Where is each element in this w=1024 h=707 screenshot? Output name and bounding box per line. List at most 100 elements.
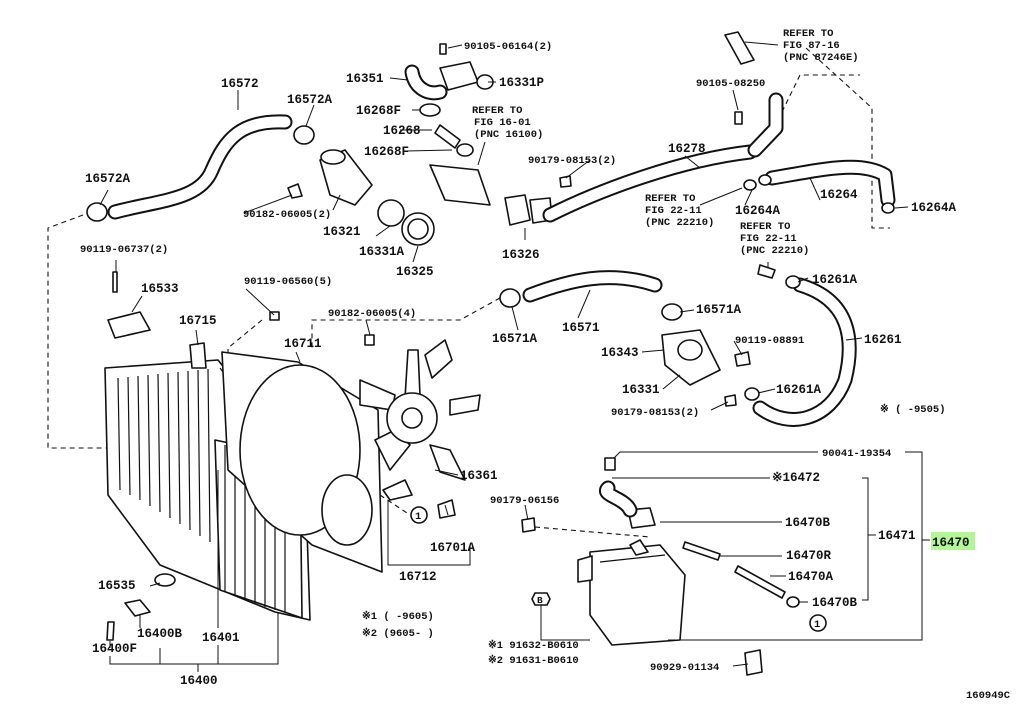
leader-lines [99,41,930,672]
fan-16361 [359,339,481,519]
drain-cock-16400B [124,599,151,617]
note-9505: ※ ( -9505) [880,403,946,416]
label-16268: 16268 [383,124,421,138]
ref-8716-line1: REFER TO [783,28,833,40]
thermostat-16331A [377,199,405,227]
label-16571: 16571 [562,321,600,335]
callout-circle-1-right [809,614,827,632]
label-16361: 16361 [460,469,498,483]
label-16470B-b: 16470B [812,596,858,610]
label-16400B: 16400B [137,627,183,641]
label-16278: 16278 [668,142,706,156]
label-16572A-left: 16572A [85,172,131,186]
part-labels: 16572 16572A 16572A 16351 90105-06164(2)… [80,28,1011,702]
label-90179-06156: 90179-06156 [490,495,559,507]
label-16331: 16331 [622,383,660,397]
label-91632-B0610: ※1 91632-B0610 [488,639,579,652]
dashed-leaders [47,47,890,538]
pipe-ref-87-16 [724,31,755,65]
ref-2211a-line2: FIG 22-11 [645,205,702,217]
label-16400F: 16400F [92,642,137,656]
label-16701A: 16701A [430,541,476,555]
label-90105-08250: 90105-08250 [696,78,765,90]
hose-clamp-16572A-top [293,125,315,145]
bypass-pipe-16278 [542,31,896,223]
label-16351: 16351 [346,72,384,86]
label-16264: 16264 [820,188,858,202]
label-16470A: 16470A [788,570,834,584]
label-16261: 16261 [864,333,902,347]
callout-markers: 1 1 B [410,506,827,632]
ref-2211b-line3: (PNC 22210) [740,245,809,257]
bracket-16533 [107,311,151,339]
label-16325: 16325 [396,265,434,279]
callout-circle-1-left [410,506,428,524]
label-90105-06164: 90105-06164(2) [464,41,552,53]
ref-2211b-line2: FIG 22-11 [740,233,797,245]
ref-2211a-line1: REFER TO [645,193,695,205]
ref-1601-line1: REFER TO [472,105,522,117]
ref-8716-line3: (PNC 87246E) [783,52,859,64]
highlight-16470 [931,532,975,550]
label-90119-08891: 90119-08891 [735,335,804,347]
water-hose-16261 [744,264,857,427]
callout-1-left: 1 [415,511,421,523]
label-16711: 16711 [284,337,322,351]
hose-16470A [734,565,786,599]
label-16261A-bot: 16261A [776,383,822,397]
label-16268F-a: 16268F [356,104,401,118]
label-90119-06560: 90119-06560(5) [244,276,332,288]
label-16472: ※16472 [772,470,820,485]
label-16261A-top: 16261A [812,273,858,287]
ref-1601-line2: FIG 16-01 [474,117,531,129]
label-16715: 16715 [179,314,217,328]
drain-plug-16535 [154,573,176,587]
label-16572A-top: 16572A [287,93,333,107]
ref-8716-line2: FIG 87-16 [783,40,840,52]
label-16535: 16535 [98,579,136,593]
label-16571A-a: 16571A [696,303,742,317]
label-90179-08153-2b: 90179-08153(2) [611,407,699,419]
label-16470-highlighted: 16470 [932,536,970,550]
label-16572: 16572 [221,77,259,91]
label-16533: 16533 [141,282,179,296]
label-90929-01134: 90929-01134 [650,662,719,674]
label-16321: 16321 [323,225,361,239]
label-90041-19354: 90041-19354 [822,448,891,460]
label-16400: 16400 [180,674,218,688]
label-90119-06737: 90119-06737(2) [80,244,168,256]
label-16326: 16326 [502,248,540,262]
label-90182-06005-4: 90182-06005(4) [328,308,416,320]
label-16264A-right: 16264A [911,201,957,215]
shroud-clip-16715 [189,342,207,369]
hose-clamp-16572A-left [86,202,108,222]
label-16470R: 16470R [786,549,832,563]
label-16268F-b: 16268F [364,145,409,159]
label-90179-08153-2a: 90179-08153(2) [528,155,616,167]
label-16401: 16401 [202,631,240,645]
label-16264A-mid: 16264A [735,204,781,218]
water-outlet-group [287,43,572,246]
ref-2211b-line1: REFER TO [740,221,790,233]
ref-2211a-line3: (PNC 22210) [645,217,714,229]
label-16571A-b: 16571A [492,332,538,346]
ref-1601-line3: (PNC 16100) [474,129,543,141]
label-90182-06005-2: 90182-06005(2) [243,209,331,221]
label-16331A: 16331A [359,245,405,259]
figure-code: 160949C [966,690,1011,702]
label-16712: 16712 [399,570,437,584]
callout-B: B [537,595,543,606]
note-1: ※1 ( -9605) [362,610,434,623]
label-16331P: 16331P [499,76,544,90]
upper-radiator-hose-16572 [86,114,315,222]
callout-hex-B [531,592,551,606]
label-16470B-a: 16470B [785,516,831,530]
label-16343: 16343 [601,346,639,360]
fan-shroud [107,271,383,573]
water-outlet-16351 [439,61,479,91]
note-2: ※2 (9605- ) [362,627,434,640]
label-16471: 16471 [878,529,916,543]
label-91631-B0610: ※2 91631-B0610 [488,654,579,667]
callout-1-right: 1 [814,619,820,631]
